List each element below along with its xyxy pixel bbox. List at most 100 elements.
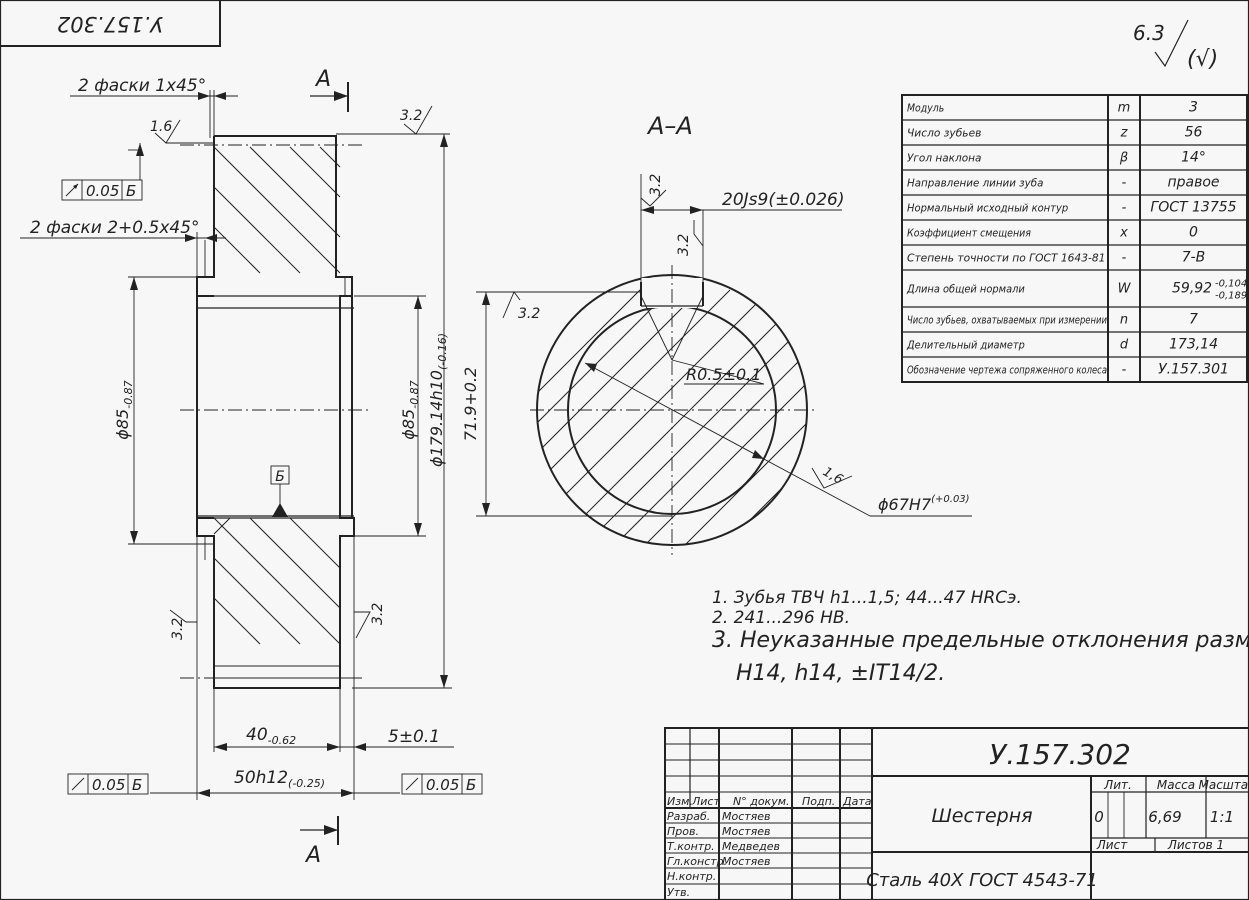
param-symbol: - — [1122, 201, 1127, 216]
roughness-other: (√) — [1187, 47, 1218, 72]
width-50-dim: 50h12(-0.25) — [234, 768, 325, 790]
param-symbol: z — [1120, 126, 1129, 141]
param-label: Делительный диаметр — [906, 339, 1025, 352]
bore-right-dim: ϕ85-0.87 — [399, 380, 421, 439]
param-row: Нормальный исходный контур-ГОСТ 13755 — [907, 200, 1237, 216]
param-value: 56 — [1185, 125, 1203, 141]
param-value: 7-B — [1182, 250, 1206, 266]
chamfer2-label: 2 фаски 2+0.5x45° — [30, 218, 200, 238]
svg-text:6,69: 6,69 — [1148, 808, 1181, 826]
width-40-dim: 40-0.62 — [246, 725, 296, 747]
svg-text:Листов 1: Листов 1 — [1167, 838, 1224, 852]
param-symbol: m — [1118, 101, 1131, 116]
svg-text:Мостяев: Мостяев — [722, 810, 771, 823]
param-value: ГОСТ 13755 — [1150, 200, 1236, 216]
hatch-bottom — [213, 517, 341, 645]
section-mark-bottom: А — [304, 843, 321, 868]
general-roughness: 6.3 (√) — [1133, 19, 1218, 72]
svg-text:Гл.констр.: Гл.констр. — [667, 855, 727, 868]
note-3-continued: H14, h14, ±IT14/2. — [736, 661, 945, 686]
param-tol-upper: -0,104 — [1215, 279, 1247, 290]
svg-text:Б: Б — [126, 182, 136, 200]
param-row: Угол наклона β 14° — [907, 150, 1206, 166]
param-label: Направление линии зуба — [907, 177, 1044, 190]
param-value: 14° — [1181, 150, 1206, 166]
radius-dim: R0.5±0.1 — [686, 365, 761, 384]
rough-side-section: 3.2 — [676, 234, 692, 256]
param-symbol: - — [1122, 251, 1127, 266]
svg-text:Б: Б — [132, 776, 142, 794]
tol-frame-bottom-left: 0.05 Б — [67, 773, 149, 795]
top-stamp: У.157.302 — [0, 0, 221, 47]
param-label: Модуль — [907, 102, 944, 115]
param-symbol: d — [1120, 338, 1129, 353]
svg-text:Б: Б — [466, 776, 476, 794]
roughness-value: 6.3 — [1133, 21, 1165, 45]
svg-text:Масса: Масса — [1157, 778, 1195, 792]
param-value: 7 — [1189, 312, 1198, 328]
param-label: Число зубьев, охватываемых при измерении — [907, 314, 1107, 327]
rough-left-section: 3.2 — [518, 306, 540, 322]
param-row: Число зубьев, охватываемых при измерении… — [907, 312, 1198, 328]
param-value: 173,14 — [1169, 337, 1218, 353]
hatch-top — [213, 146, 341, 274]
svg-text:N° докум.: N° докум. — [733, 795, 790, 808]
svg-text:0.05: 0.05 — [92, 776, 125, 794]
param-value: 3 — [1189, 100, 1198, 116]
param-value: правое — [1167, 175, 1219, 191]
bore-diam-dim: ϕ67H7(+0.03) — [878, 494, 970, 514]
technical-notes: 1. Зубья ТВЧ h1...1,5; 44...47 HRCэ. 2. … — [712, 588, 1249, 686]
param-row: Степень точности по ГОСТ 1643-81-7-B — [907, 250, 1205, 266]
svg-text:0.05: 0.05 — [86, 182, 119, 200]
section-mark-top: А — [314, 67, 331, 92]
rough-16: 1.6 — [150, 119, 172, 135]
svg-text:Лист: Лист — [691, 795, 720, 808]
bore-left-dim: ϕ85-0.87 — [113, 380, 135, 439]
param-symbol: - — [1122, 176, 1127, 191]
svg-text:Лист: Лист — [1096, 838, 1128, 852]
note-3: 3. Неуказанные предельные отклонения раз… — [712, 628, 1249, 653]
datum-label: Б — [275, 469, 285, 485]
title-material: Сталь 40Х ГОСТ 4543-71 — [866, 870, 1098, 891]
param-label: Коэффициент смещения — [907, 227, 1031, 240]
param-symbol: β — [1119, 151, 1128, 166]
param-symbol: - — [1122, 363, 1127, 378]
svg-text:Подп.: Подп. — [802, 795, 835, 808]
param-label: Угол наклона — [907, 152, 982, 165]
param-label: Длина общей нормали — [906, 283, 1025, 296]
svg-text:Пров.: Пров. — [667, 825, 699, 838]
svg-text:Масштаб: Масштаб — [1198, 778, 1249, 792]
svg-text:0.05: 0.05 — [426, 776, 459, 794]
outer-diam-dim: ϕ179.14h10(-0.16) — [427, 333, 449, 467]
section-title: А–А — [646, 112, 693, 140]
param-label: Обозначение чертежа сопряженного колеса — [907, 364, 1107, 377]
svg-text:Медведев: Медведев — [722, 840, 780, 853]
svg-text:Утв.: Утв. — [667, 886, 690, 899]
width-5-dim: 5±0.1 — [388, 727, 440, 747]
rough-32-left: 3.2 — [170, 618, 186, 640]
rough-32-top: 3.2 — [400, 108, 422, 124]
svg-text:Лит.: Лит. — [1103, 778, 1132, 792]
svg-text:Т.контр.: Т.контр. — [667, 840, 715, 853]
title-block: Изм. Лист N° докум. Подп. Дата Разраб. М… — [664, 727, 1249, 900]
note-1: 1. Зубья ТВЧ h1...1,5; 44...47 HRCэ. — [712, 588, 1022, 608]
param-value: 59,92 — [1172, 281, 1212, 297]
chamfer1-label: 2 фаски 1x45° — [78, 76, 206, 96]
keyway-dim: 20Js9(±0.026) — [722, 190, 845, 210]
svg-text:Мостяев: Мостяев — [722, 855, 771, 868]
svg-text:Н.контр.: Н.контр. — [667, 870, 716, 883]
height-dim: 71.9+0.2 — [461, 367, 480, 441]
svg-text:Дата: Дата — [842, 795, 872, 808]
svg-text:Разраб.: Разраб. — [667, 810, 710, 823]
param-row: Модуль m 3 — [907, 100, 1198, 116]
param-row: Обозначение чертежа сопряженного колеса -… — [907, 362, 1229, 378]
param-row: Направление линии зуба - правое — [907, 175, 1220, 191]
param-row: Делительный диаметр d 173,14 — [906, 337, 1218, 353]
param-value: У.157.301 — [1158, 362, 1229, 378]
rough-top-section: 3.2 — [648, 174, 664, 196]
gear-main-view: 2 фаски 1x45° А 1.6 0.05 Б 2 фаски 2+0.5… — [20, 67, 483, 868]
